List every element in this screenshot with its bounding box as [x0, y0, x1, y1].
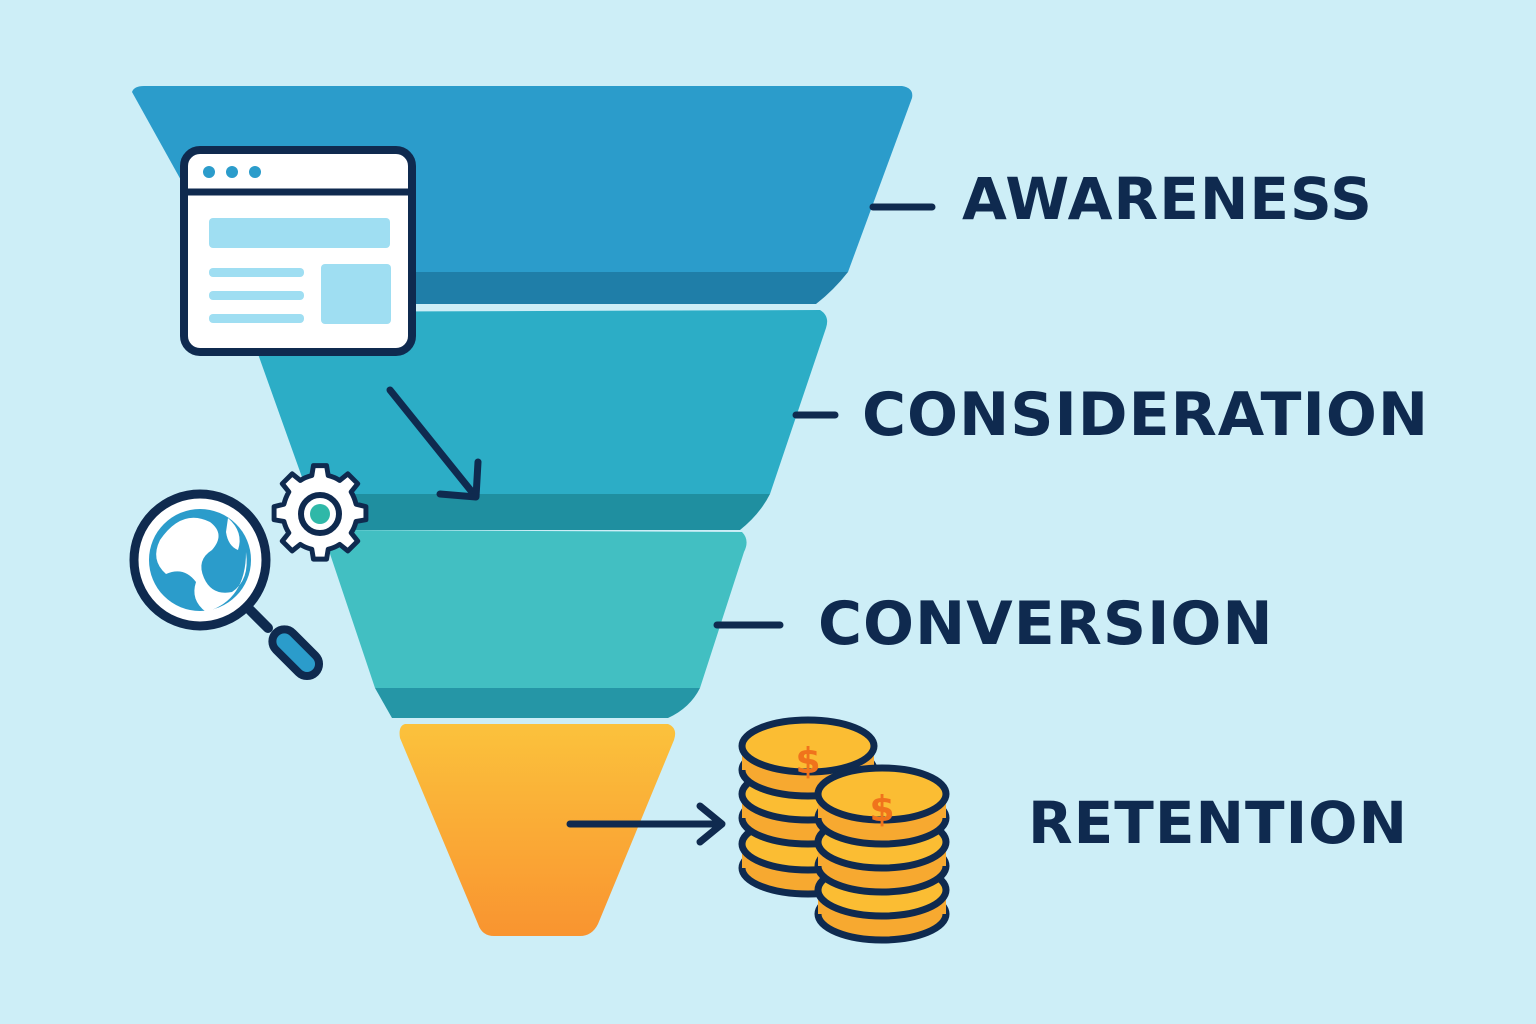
stage-label-awareness: AWARENESS: [962, 165, 1373, 233]
flow-arrow-right: [566, 802, 726, 846]
coin-symbol-back: $: [795, 741, 820, 782]
coin-stack-front: [814, 764, 950, 944]
stage-label-conversion: CONVERSION: [818, 589, 1274, 659]
funnel-tier-conversion: [322, 530, 747, 688]
flow-arrow-down: [386, 386, 482, 501]
funnel-tier-retention: [399, 724, 676, 936]
stage-label-retention: RETENTION: [1028, 789, 1408, 857]
magnifier-globe-icon: [129, 489, 324, 681]
funnel-band-consideration: [308, 494, 770, 530]
coin-symbol-front: $: [869, 789, 894, 830]
coin-stack-icon: $ $: [738, 716, 950, 944]
gear-icon: [271, 463, 369, 562]
browser-window-icon: [180, 146, 416, 356]
funnel-band-conversion: [375, 688, 700, 718]
connectors: [713, 203, 936, 629]
stage-label-consideration: CONSIDERATION: [862, 380, 1430, 450]
